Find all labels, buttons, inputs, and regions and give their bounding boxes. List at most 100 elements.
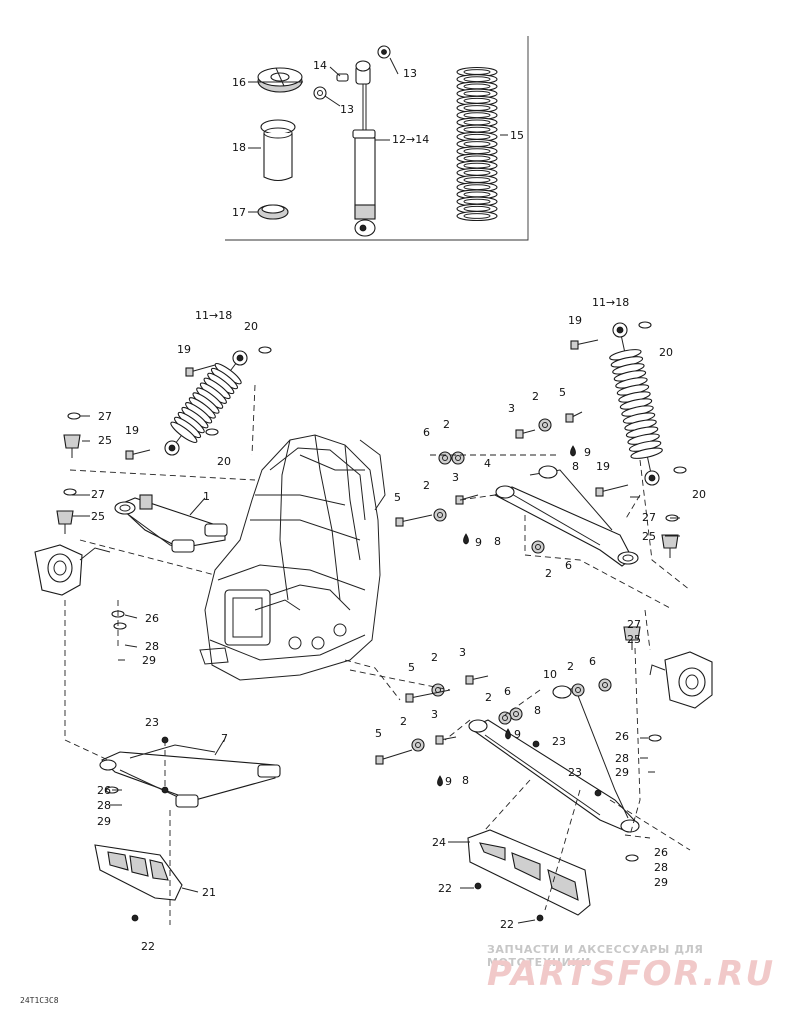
bolt-head [375,755,384,765]
callout-28: 28 [615,752,629,765]
grease-drop [505,728,511,740]
callout-3: 3 [431,708,438,721]
bump-stop-part [260,119,296,182]
bolt-head [595,487,604,497]
nut-hole [415,742,421,748]
inset-detail-frame [225,36,529,241]
washer [63,488,77,496]
callout-28: 28 [654,861,668,874]
callout-5: 5 [408,661,415,674]
bolt-head [435,735,444,745]
grease-drop [437,775,443,787]
inset-parts [257,45,498,237]
callout-29: 29 [615,766,629,779]
spring-seat-part [257,67,303,93]
callout-10: 10 [543,668,557,681]
callout-18: 18 [232,141,246,154]
shock-eye-top-hole [616,326,624,334]
callout-8: 8 [494,535,501,548]
bolt-head [185,367,194,377]
callout-15: 15 [510,129,524,142]
nut [451,451,465,465]
left-steering-knuckle-part [34,544,111,596]
callout-25: 25 [642,530,656,543]
callout-26: 26 [654,846,668,859]
ball-joint [63,434,81,449]
bolt-shank [409,689,451,699]
callout-20: 20 [692,488,706,501]
callout-2: 2 [567,660,574,673]
callout-22: 22 [141,940,155,953]
callout-20: 20 [217,455,231,468]
callout-26: 26 [97,784,111,797]
bolt-shank [379,749,413,761]
callout-25: 25 [91,510,105,523]
spring-coil [456,210,498,222]
callout-8: 8 [572,460,579,473]
callout-24: 24 [432,836,446,849]
callout-6: 6 [589,655,596,668]
ball-joint [661,534,679,549]
callout-25: 25 [627,633,641,646]
right-upper-a-arm-part [493,465,639,567]
callout-3: 3 [452,471,459,484]
leader-lines [64,57,691,925]
shock-eye-bottom-hole [648,474,656,482]
callout-1: 1 [203,490,210,503]
callout-28: 28 [97,799,111,812]
coil-spring-inset-part [456,66,498,222]
callout-13: 13 [403,67,417,80]
callout-4: 4 [484,457,491,470]
callout-2: 2 [532,390,539,403]
callout-8: 8 [534,704,541,717]
callout-2: 2 [423,479,430,492]
washer [205,428,219,436]
callout-3: 3 [459,646,466,659]
callout-6: 6 [504,685,511,698]
callout-27: 27 [91,488,105,501]
callout-20: 20 [659,346,673,359]
grease-drop [570,445,576,457]
callout-11-to-18: 11→18 [592,296,629,309]
right-lower-a-arm-part [468,685,640,833]
shock-coil [170,421,198,444]
nut [498,711,512,725]
nut [438,451,452,465]
nut [431,683,445,697]
callout-6: 6 [565,559,572,572]
callout-22: 22 [500,918,514,931]
callout-19: 19 [177,343,191,356]
callout-9: 9 [584,446,591,459]
shock-eye-top-hole [236,354,244,362]
nut-hole [575,687,581,693]
bump-stop-ring-part [257,204,289,220]
bolt-head [465,675,474,685]
washer [625,854,639,862]
right-steering-knuckle-part [649,651,713,709]
callout-labels: 16 14 13 13 12→14 15 18 17 11→18 20 19 2… [91,59,706,953]
callout-7: 7 [221,732,228,745]
washer [67,412,81,420]
bolt-head [125,450,134,460]
callout-14: 14 [313,59,327,72]
small-bolt [161,786,169,794]
left-lower-a-arm-part [99,744,281,808]
callout-3: 3 [508,402,515,415]
bolt-head [395,517,404,527]
nut-hole [513,711,519,717]
washer [113,622,127,630]
left-shock-absorber-part [164,350,248,456]
grease-drop [463,533,469,545]
callout-29: 29 [97,815,111,828]
small-bolt [532,740,540,748]
callout-9: 9 [514,728,521,741]
nut-hole [502,715,508,721]
nut [411,738,425,752]
nut [538,418,552,432]
callout-2: 2 [431,651,438,664]
callout-9: 9 [445,775,452,788]
callout-5: 5 [559,386,566,399]
ball-joint [623,626,641,641]
left-upper-a-arm-part [114,494,228,553]
callout-23: 23 [145,716,159,729]
